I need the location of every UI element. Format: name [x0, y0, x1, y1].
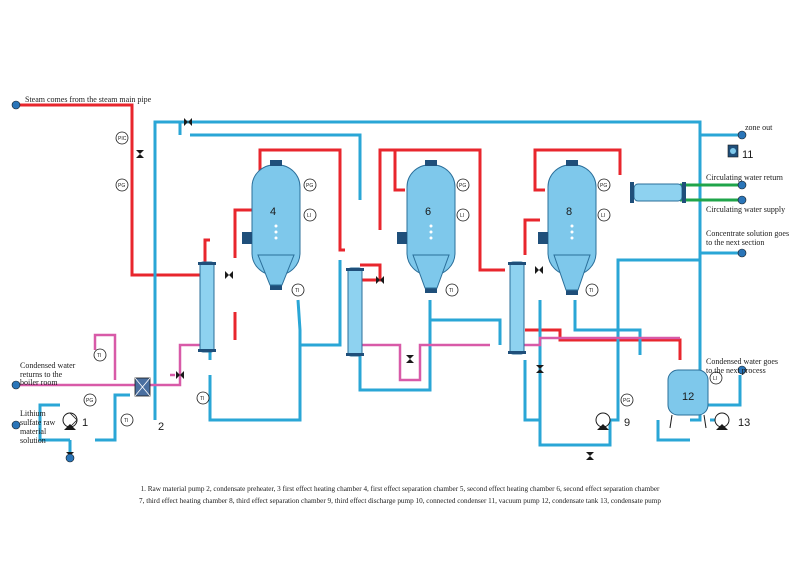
- vacuum-pump-11: 11: [727, 144, 753, 161]
- label-condensed-return-3: boiler room: [20, 378, 58, 387]
- svg-text:TI: TI: [589, 288, 593, 294]
- legend-line-1: 1. Raw material pump 2, condensate prehe…: [140, 485, 660, 493]
- process-lines: [38, 120, 742, 455]
- label-condensed-next-1: Condensed water goes: [706, 357, 778, 366]
- svg-text:TI: TI: [449, 288, 453, 294]
- svg-text:PG: PG: [459, 183, 466, 189]
- label-concentrate-1: Concentrate solution goes: [706, 229, 789, 238]
- label-circ-return: Circulating water return: [706, 173, 783, 182]
- svg-text:TI: TI: [97, 353, 101, 359]
- separation-chamber-6: 6: [397, 160, 456, 293]
- svg-text:PIC: PIC: [118, 136, 127, 142]
- svg-text:LI: LI: [713, 376, 717, 382]
- svg-text:PG: PG: [306, 183, 313, 189]
- svg-text:PG: PG: [600, 183, 607, 189]
- unit-number-11: 11: [742, 149, 753, 161]
- unit-number-6: 6: [425, 206, 431, 218]
- unit-number-4: 4: [270, 206, 276, 218]
- heating-chamber-3: [198, 261, 216, 353]
- label-zone-out: zone out: [745, 123, 773, 132]
- svg-text:TI: TI: [124, 418, 128, 424]
- svg-text:LI: LI: [460, 213, 464, 219]
- heating-chamber-5: [346, 267, 364, 357]
- unit-number-13: 13: [738, 417, 750, 429]
- unit-number-8: 8: [566, 206, 572, 218]
- label-condensed-return-1: Condensed water: [20, 361, 76, 370]
- vessel-sight-glasses: [274, 224, 574, 240]
- unit-number-2: 2: [158, 421, 164, 433]
- svg-text:PG: PG: [86, 398, 93, 404]
- instrument-gauges: PIC PG PG LI TI PG LI TI PG LI TI PG TI …: [83, 131, 723, 427]
- valves: [66, 118, 594, 460]
- label-condensed-return-2: returns to the: [20, 370, 63, 379]
- unit-number-12: 12: [682, 391, 694, 403]
- svg-text:TI: TI: [295, 288, 299, 294]
- diagram-labels: Steam comes from the steam main pipe Con…: [20, 95, 789, 445]
- condenser-10: [630, 182, 686, 203]
- label-steam-in: Steam comes from the steam main pipe: [25, 95, 152, 104]
- pipe-end-nodes: [11, 100, 747, 463]
- label-condensed-next-2: to the next process: [706, 366, 766, 375]
- svg-text:TI: TI: [200, 396, 204, 402]
- label-raw-3: material: [20, 427, 47, 436]
- label-raw-1: Lithium: [20, 409, 47, 418]
- condensate-lines: [16, 333, 680, 387]
- unit-number-9: 9: [624, 417, 630, 429]
- label-concentrate-2: to the next section: [706, 238, 764, 247]
- svg-text:LI: LI: [601, 213, 605, 219]
- legend-line-2: 7, third effect heating chamber 8, third…: [139, 497, 661, 505]
- condensate-pump-13: 13: [714, 412, 750, 430]
- cooling-lines: [680, 183, 740, 202]
- condensate-preheater-2: 2: [134, 377, 164, 433]
- unit-number-1: 1: [82, 417, 88, 429]
- label-raw-2: sulfate raw: [20, 418, 56, 427]
- svg-text:LI: LI: [307, 213, 311, 219]
- label-circ-supply: Circulating water supply: [706, 205, 785, 214]
- svg-text:PG: PG: [118, 183, 125, 189]
- heating-chamber-7: [508, 261, 526, 355]
- separation-chamber-4: 4: [242, 160, 301, 290]
- label-raw-4: solution: [20, 436, 46, 445]
- discharge-pump-9: 9: [595, 412, 630, 430]
- condensate-tank-12: 12: [667, 369, 709, 429]
- raw-material-pump-1: 1: [62, 412, 88, 430]
- svg-text:PG: PG: [623, 398, 630, 404]
- separation-chamber-8: 8: [538, 160, 597, 295]
